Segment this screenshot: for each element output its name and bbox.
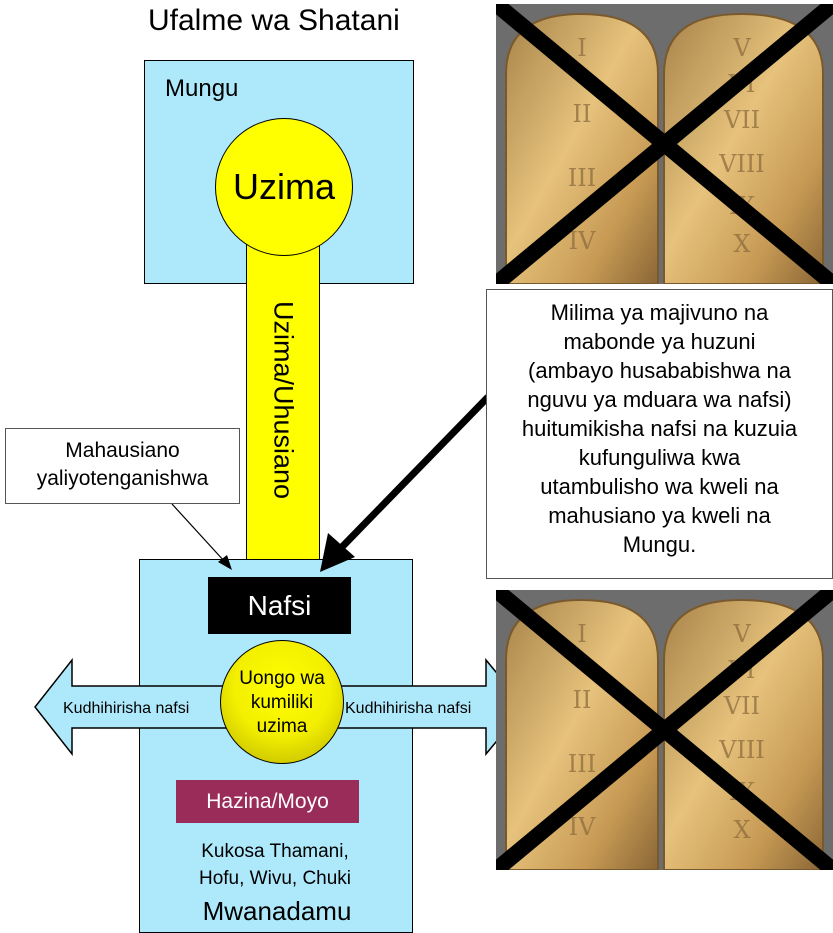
tablet-numeral: V <box>732 620 751 648</box>
tablet-numeral: II <box>573 686 592 714</box>
fears-text: Kukosa Thamani, Hofu, Wivu, Chuki <box>199 838 351 892</box>
right-arrow-label: Kudhihirisha nafsi <box>345 700 472 717</box>
separated-pointer-line <box>171 503 226 563</box>
tablet-numeral: I <box>577 620 586 648</box>
callout-line: huitumikisha nafsi na kuzuia <box>521 416 798 441</box>
tablet-left <box>505 598 659 870</box>
cross-out-line <box>496 590 833 870</box>
callout-line: mabonde ya huzuni <box>563 329 756 354</box>
tablet-left <box>505 12 659 284</box>
tablet-numeral: X <box>733 816 750 844</box>
tablet-numeral: VII <box>723 106 760 134</box>
tablet-numeral: VIII <box>718 736 765 764</box>
tablet-numeral: V <box>732 34 751 62</box>
fears-line: Kukosa Thamani, <box>201 841 349 862</box>
mountains-pointer-head <box>320 533 355 572</box>
tablet-numeral: III <box>568 750 596 778</box>
tablets-image-top: I II III IV V VI VII VIII IX X <box>496 4 833 284</box>
tablet-numeral: IV <box>569 227 596 255</box>
tablets-image-bottom: I II III IV V VI VII VIII IX X <box>496 590 833 870</box>
left-arrow-label: Kudhihirisha nafsi <box>63 700 190 717</box>
tablet-numeral: VIII <box>718 150 765 178</box>
left-arrow-shape <box>34 657 231 757</box>
callout-line: yaliyotenganishwa <box>36 467 209 490</box>
callout-line: mahusiano ya kweli na <box>548 503 771 528</box>
lie-circle: Uongo wa kumiliki uzima <box>220 640 344 764</box>
callout-line: Mahausiano <box>65 439 180 462</box>
life-circle: Uzima <box>215 118 353 256</box>
god-label: Mungu <box>165 75 239 102</box>
separated-callout: Mahausiano yaliyotenganishwa <box>5 428 240 504</box>
separated-pointer-head <box>218 555 232 570</box>
lie-line: Uongo wa <box>239 668 325 689</box>
lie-line: uzima <box>256 716 308 737</box>
callout-line: nguvu ya mduara wa nafsi) <box>527 387 792 412</box>
tablet-numeral: III <box>568 164 596 192</box>
tablet-right <box>663 598 824 870</box>
lie-line: kumiliki <box>250 692 314 713</box>
callout-line: Mungu. <box>622 532 697 557</box>
callout-line: kufunguliwa kwa <box>578 445 741 470</box>
diagram-title: Ufalme wa Shatani <box>148 4 400 37</box>
callout-line: (ambayo husababishwa na <box>528 358 791 383</box>
tablet-right <box>663 12 824 284</box>
tablet-numeral: VII <box>723 692 760 720</box>
mountains-callout: Milima ya majivuno na mabonde ya huzuni … <box>486 289 833 579</box>
treasure-box: Hazina/Moyo <box>176 780 359 823</box>
fears-line: Hofu, Wivu, Chuki <box>198 868 352 889</box>
human-label: Mwanadamu <box>202 896 352 926</box>
tablet-numeral: X <box>733 230 750 258</box>
self-box: Nafsi <box>208 577 351 634</box>
cross-out-line <box>496 4 833 284</box>
callout-line: utambulisho wa kweli na <box>540 474 779 499</box>
tablet-numeral: I <box>577 34 586 62</box>
tablet-numeral: IV <box>569 813 596 841</box>
callout-line: Milima ya majivuno na <box>550 300 769 325</box>
tablet-numeral: II <box>573 100 592 128</box>
mountains-pointer-line <box>339 394 491 550</box>
